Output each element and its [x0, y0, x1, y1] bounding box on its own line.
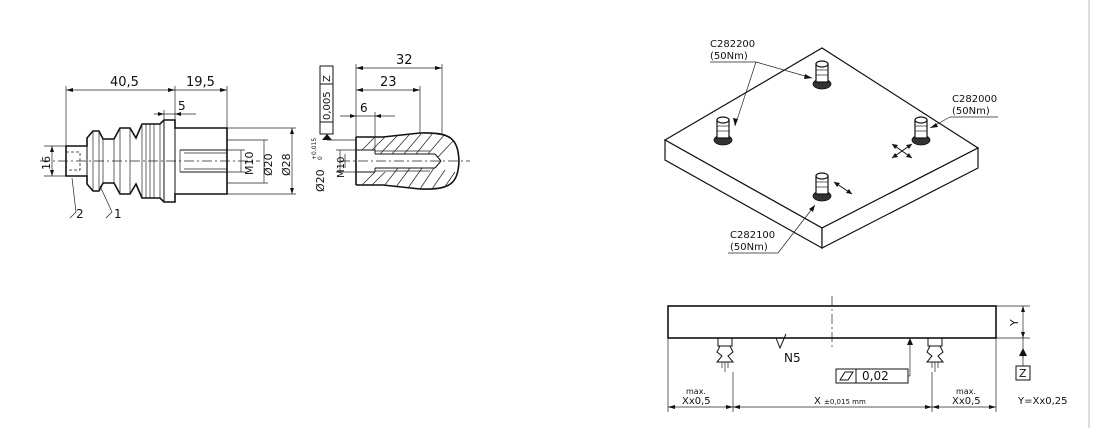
side-view: N5 0,02 max. Xx0,5 X ±0,015 mm max. Xx0,…: [667, 296, 1068, 412]
stud-bottom: [812, 172, 832, 202]
dim-center: X: [814, 396, 821, 407]
label-top-torque: (50Nm): [710, 51, 748, 62]
side-stud-right: [925, 337, 945, 372]
cross-arrow-icon: [891, 143, 913, 159]
label-right-torque: (50Nm): [952, 106, 990, 117]
dim-dia-inner: Ø20: [262, 153, 275, 176]
part-view: 40,5 19,5 5 16 M10 Ø20 Ø28: [40, 75, 296, 221]
dim-left: Xx0,5: [682, 396, 711, 407]
stud-left: [713, 116, 733, 146]
dim-left-max: max.: [686, 387, 706, 396]
datum-z-label: Z: [322, 75, 333, 82]
dim-bore: Ø20: [314, 169, 327, 192]
bore-section-view: 32 23 6 0,005 Z Ø20 +0,015 0 M10: [311, 53, 470, 192]
dim-right-max: max.: [956, 387, 976, 396]
stud-right: [911, 116, 931, 146]
dim-center-tol: ±0,015 mm: [824, 398, 866, 406]
dim-y: Y: [1008, 319, 1021, 327]
hatching: [361, 132, 456, 190]
dim-thread: M10: [243, 152, 256, 176]
dim-chamfer: 6: [360, 101, 368, 115]
slide-arrow-icon: [833, 181, 853, 195]
dim-bore-thread: M10: [336, 157, 347, 178]
formula: Y=Xx0,25: [1017, 396, 1068, 407]
dim-length: 40,5: [110, 75, 139, 90]
side-stud-left: [715, 337, 735, 372]
dim-right: Xx0,5: [952, 396, 981, 407]
datum-z: Z: [1019, 367, 1027, 380]
label-right-code: C282000: [952, 94, 997, 105]
surface-finish-symbol: [775, 333, 787, 350]
label-bottom-code: C282100: [730, 230, 775, 241]
flatness-icon: [839, 371, 854, 381]
label-top-code: C282200: [710, 39, 755, 50]
isometric-plate-view: C282200 (50Nm) C282000 (50Nm) C282100 (5…: [663, 39, 998, 254]
dim-bore-tol-upper: +0,015: [311, 138, 318, 160]
dim-dia-outer: Ø28: [280, 153, 293, 176]
callout-2: 2: [76, 207, 84, 221]
callout-1: 1: [114, 207, 122, 221]
surface-finish: N5: [784, 351, 801, 365]
flatness-value: 0,02: [862, 369, 889, 383]
dim-total: 32: [396, 53, 413, 68]
dim-height: 16: [40, 156, 53, 170]
tolerance-frame-value: 0,005: [322, 91, 333, 120]
dim-depth: 23: [380, 75, 397, 90]
dim-body: 19,5: [186, 75, 215, 90]
label-bottom-torque: (50Nm): [730, 242, 768, 253]
dim-bore-tol-lower: 0: [317, 156, 324, 160]
stud-top: [812, 60, 832, 90]
dim-collar: 5: [178, 99, 186, 113]
